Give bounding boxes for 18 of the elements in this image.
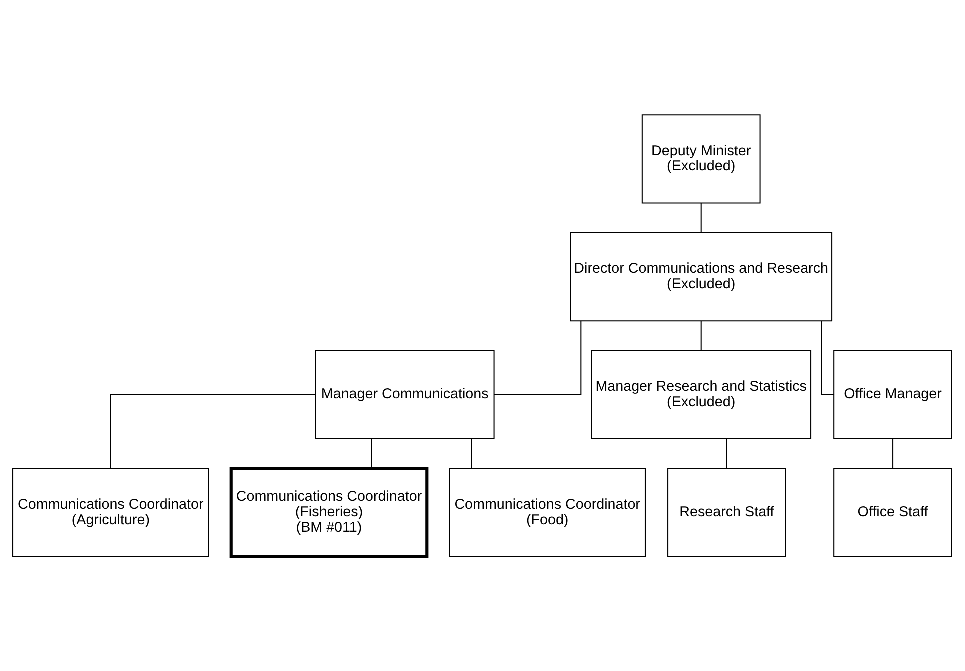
node-box: Communications Coordinator (Fisheries) (BM #011) [230, 466, 429, 558]
connector [726, 438, 728, 468]
node-box: Communications Coordinator (Food) [449, 468, 646, 557]
connector [700, 320, 702, 350]
node-box: Deputy Minister (Excluded) [642, 114, 761, 204]
connector [110, 394, 316, 468]
node-box: Director Communications and Research (Excluded) [570, 232, 833, 322]
connector [494, 320, 582, 395]
node-box: Communications Coordinator (Agriculture) [12, 468, 210, 557]
connector [371, 438, 372, 468]
node-box: Office Staff [834, 468, 952, 557]
node-box: Research Staff [668, 468, 786, 557]
node-box: Manager Communications [315, 350, 495, 440]
connector [892, 438, 894, 468]
connector [700, 202, 702, 232]
node-box: Manager Research and Statistics (Excluded) [591, 350, 812, 440]
connector [471, 438, 472, 468]
node-box: Office Manager [834, 350, 952, 440]
